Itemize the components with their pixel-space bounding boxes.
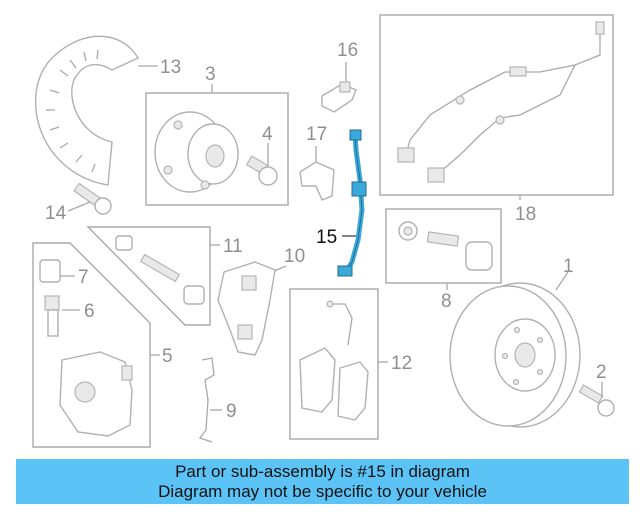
part-18-abs-wiring[interactable] <box>397 21 605 183</box>
box-11 <box>86 226 211 326</box>
callout-16: 16 <box>337 40 358 61</box>
banner-line-1: Part or sub-assembly is #15 in diagram <box>175 462 470 481</box>
box-8 <box>385 208 502 284</box>
callout-17: 17 <box>306 124 327 145</box>
callout-10: 10 <box>284 246 305 267</box>
info-banner: Part or sub-assembly is #15 in diagram D… <box>16 459 629 504</box>
leader-1 <box>555 271 569 291</box>
banner-line-2: Diagram may not be specific to your vehi… <box>158 482 487 501</box>
part-15-brake-hose[interactable] <box>337 129 367 277</box>
part-1-brake-rotor[interactable] <box>449 282 581 428</box>
callout-14: 14 <box>45 203 67 224</box>
box-5 <box>32 242 151 448</box>
part-6-bleeder[interactable] <box>44 295 60 337</box>
callout-4: 4 <box>262 124 273 145</box>
callout-18: 18 <box>515 204 536 225</box>
part-7-cap[interactable] <box>39 259 61 283</box>
part-17-bracket[interactable] <box>299 161 335 201</box>
callout-6: 6 <box>84 301 95 322</box>
box-12 <box>289 288 379 440</box>
part-12-brake-pads[interactable] <box>299 300 369 421</box>
callout-9: 9 <box>226 401 237 422</box>
part-14-bolt[interactable] <box>73 182 112 215</box>
part-5-caliper[interactable] <box>59 351 133 437</box>
callout-11: 11 <box>223 236 243 257</box>
callout-3: 3 <box>205 64 216 85</box>
callout-1: 1 <box>563 256 574 277</box>
part-11-guide-pins[interactable] <box>115 235 205 305</box>
callout-5: 5 <box>162 346 173 367</box>
callout-13: 13 <box>160 57 181 78</box>
part-10-caliper-bracket[interactable] <box>217 261 276 356</box>
part-4-hub-bolt[interactable] <box>245 155 278 186</box>
leader-14 <box>67 201 91 212</box>
callout-8: 8 <box>441 291 452 312</box>
callout-2: 2 <box>596 362 607 383</box>
part-16-bracket[interactable] <box>321 81 357 113</box>
callout-7: 7 <box>78 267 89 288</box>
box-18 <box>379 14 614 196</box>
part-9-spring[interactable] <box>198 357 215 443</box>
part-3-hub-bearing[interactable] <box>154 111 239 193</box>
callout-12: 12 <box>391 353 412 374</box>
part-8-bushing-kit[interactable] <box>398 221 493 271</box>
box-3 <box>145 92 289 206</box>
part-2-rotor-screw[interactable] <box>578 384 615 417</box>
callout-15: 15 <box>316 227 337 248</box>
part-13-dust-shield[interactable] <box>34 35 140 186</box>
